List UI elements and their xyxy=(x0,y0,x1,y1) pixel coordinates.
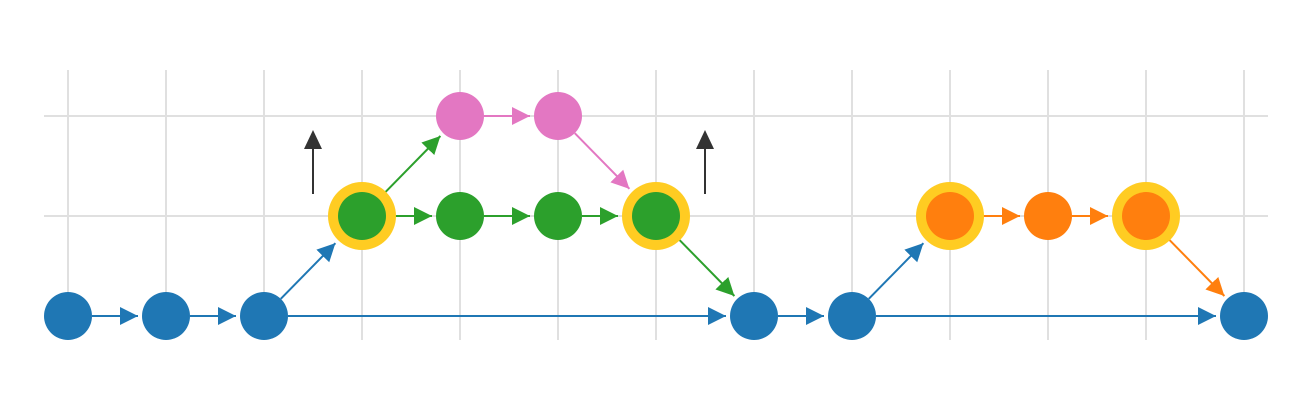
commit-dot xyxy=(240,292,288,340)
commit-dot xyxy=(534,192,582,240)
commit-node-m1[interactable] xyxy=(142,292,190,340)
edge-m2-f0 xyxy=(280,242,337,300)
up-arrow-head xyxy=(304,130,322,149)
commit-node-o0[interactable] xyxy=(916,182,984,250)
commit-dot xyxy=(1122,192,1170,240)
commit-node-p0[interactable] xyxy=(436,92,484,140)
commit-node-o2[interactable] xyxy=(1112,182,1180,250)
commit-node-m5[interactable] xyxy=(1220,292,1268,340)
commit-nodes xyxy=(44,92,1268,340)
commit-node-f1[interactable] xyxy=(436,192,484,240)
edges xyxy=(92,107,1226,325)
edge-o2-m5 xyxy=(1166,236,1226,297)
commit-node-f3[interactable] xyxy=(622,182,690,250)
commit-node-m4[interactable] xyxy=(828,292,876,340)
commit-dot xyxy=(730,292,778,340)
commit-node-m0[interactable] xyxy=(44,292,92,340)
commit-dot xyxy=(44,292,92,340)
commit-node-f2[interactable] xyxy=(534,192,582,240)
edge-f0-p0 xyxy=(382,135,442,196)
commit-node-m3[interactable] xyxy=(730,292,778,340)
edge-f3-m3 xyxy=(676,236,736,297)
commit-node-p1[interactable] xyxy=(534,92,582,140)
commit-dot xyxy=(338,192,386,240)
commit-dot xyxy=(142,292,190,340)
up-markers xyxy=(304,130,714,194)
commit-node-f0[interactable] xyxy=(328,182,396,250)
edge-m4-o0 xyxy=(868,242,925,300)
commit-dot xyxy=(1220,292,1268,340)
commit-dot xyxy=(828,292,876,340)
commit-dot xyxy=(436,192,484,240)
commit-node-m2[interactable] xyxy=(240,292,288,340)
commit-dot xyxy=(534,92,582,140)
commit-dot xyxy=(632,192,680,240)
commit-node-o1[interactable] xyxy=(1024,192,1072,240)
commit-dot xyxy=(436,92,484,140)
commit-dot xyxy=(926,192,974,240)
up-arrow-head xyxy=(696,130,714,149)
edge-p1-f3 xyxy=(574,132,631,190)
commit-dot xyxy=(1024,192,1072,240)
